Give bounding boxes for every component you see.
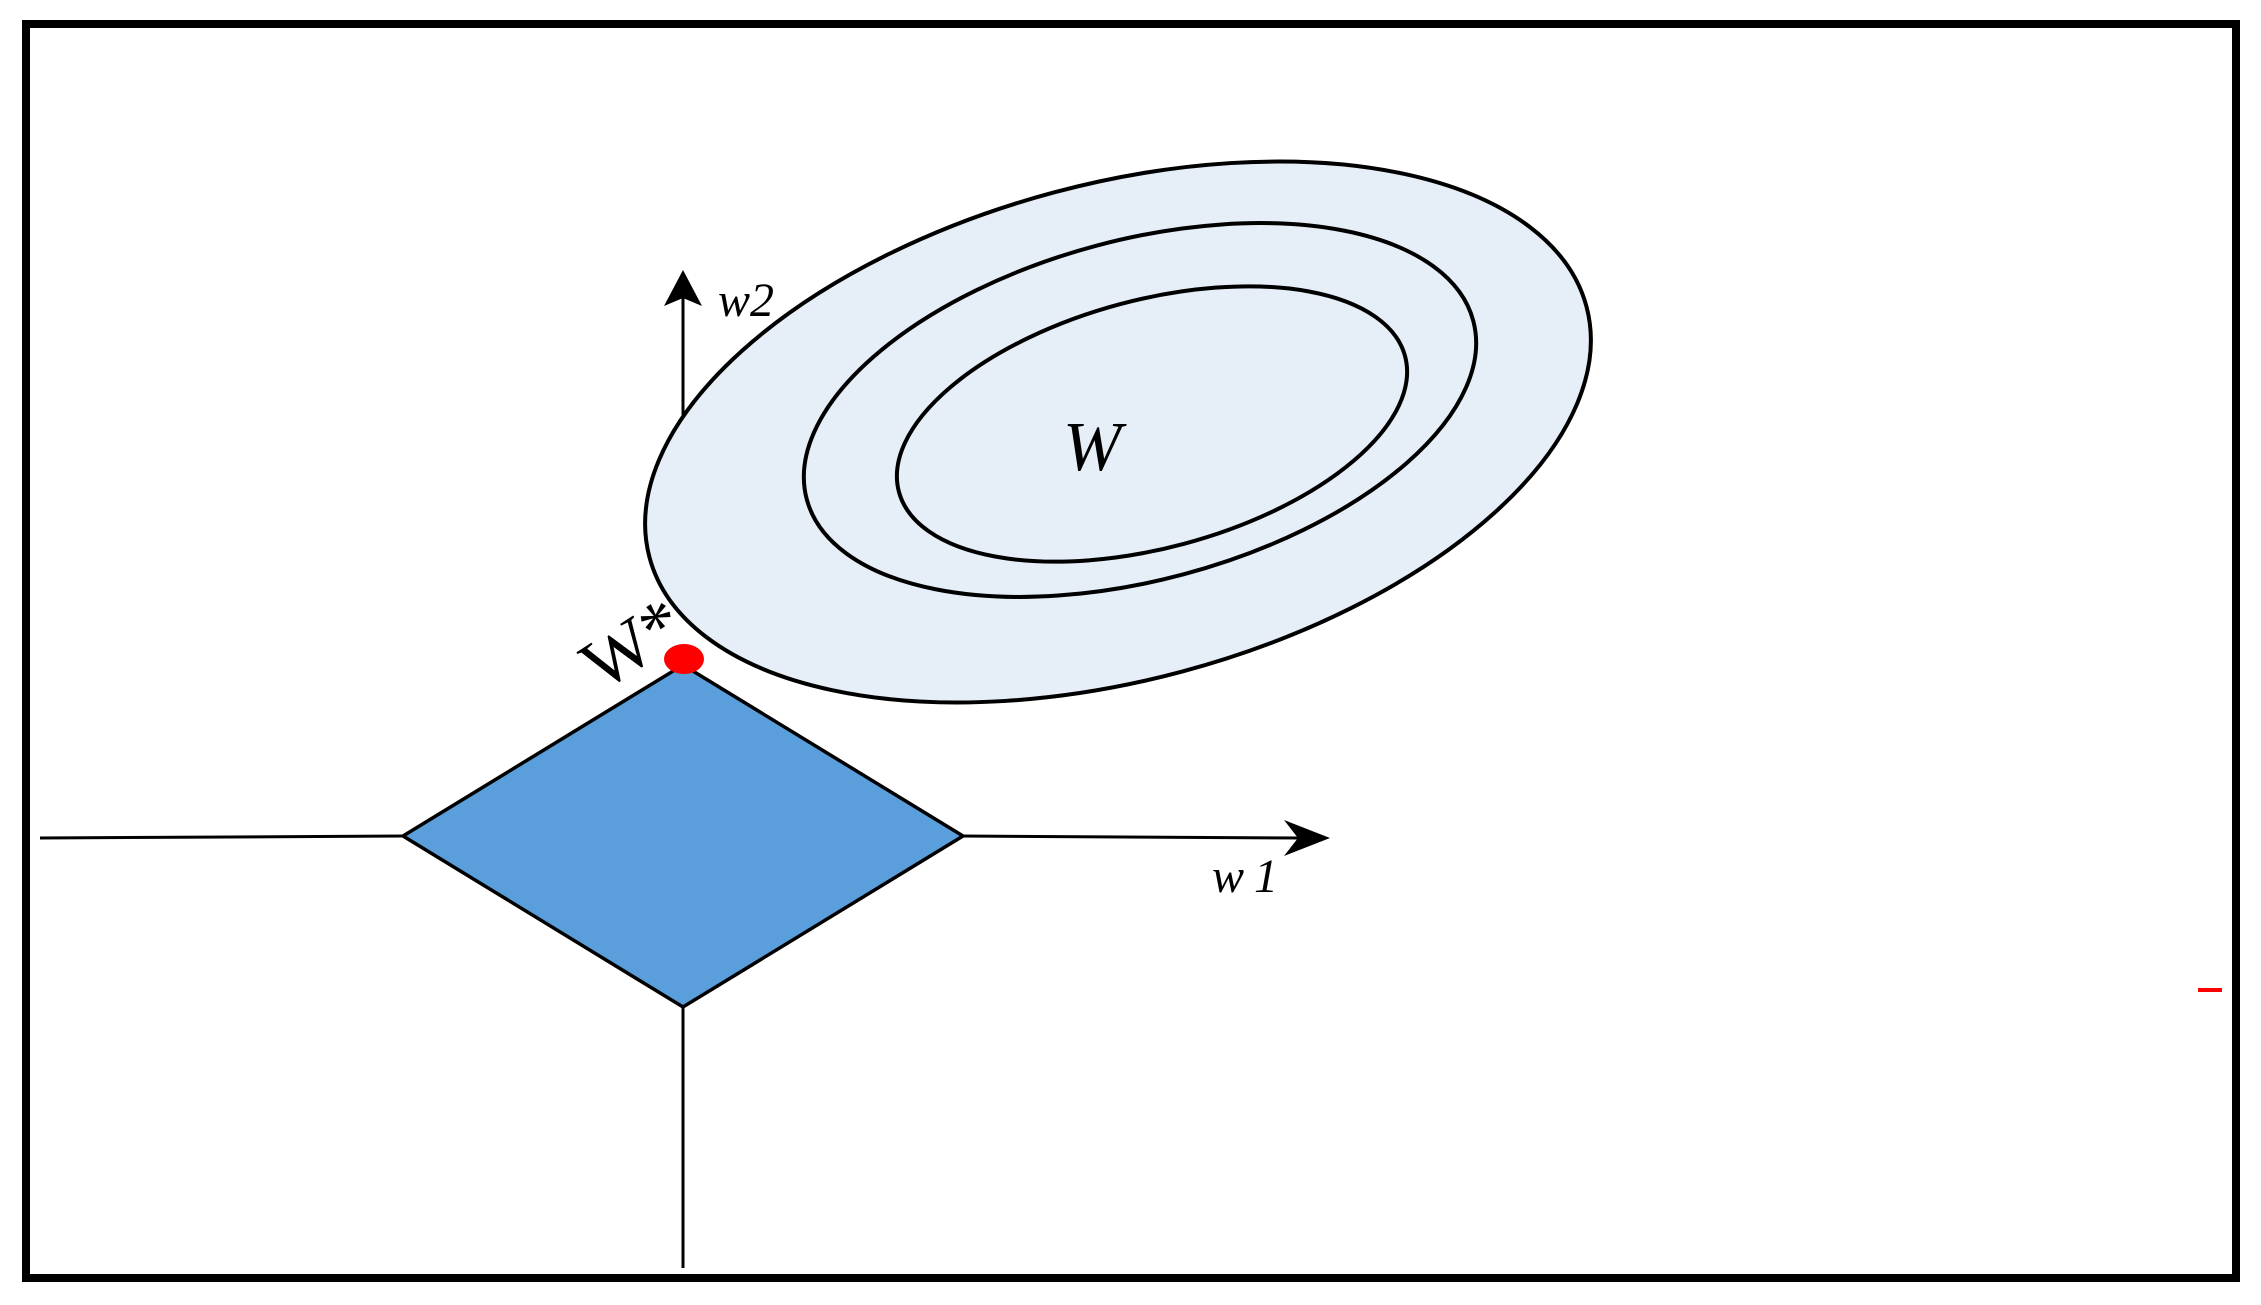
l1-constraint-diamond: [399, 662, 967, 1010]
loss-contours: [643, 159, 1593, 705]
w1-axis-positive: [959, 834, 1301, 840]
contour-center-label: W: [1063, 409, 1127, 486]
contour-middle: [801, 221, 1479, 599]
optimum-point: [664, 644, 704, 674]
w2-axis-label: w2: [718, 274, 774, 327]
w1-axis-negative: [39, 834, 406, 840]
w1-axis-label: w1: [1212, 850, 1288, 903]
contour-inner: [894, 284, 1410, 564]
w1-axis-arrow-icon: [1284, 820, 1330, 856]
contour-outer: [643, 159, 1593, 705]
w2-axis-arrow-icon: [664, 270, 702, 306]
